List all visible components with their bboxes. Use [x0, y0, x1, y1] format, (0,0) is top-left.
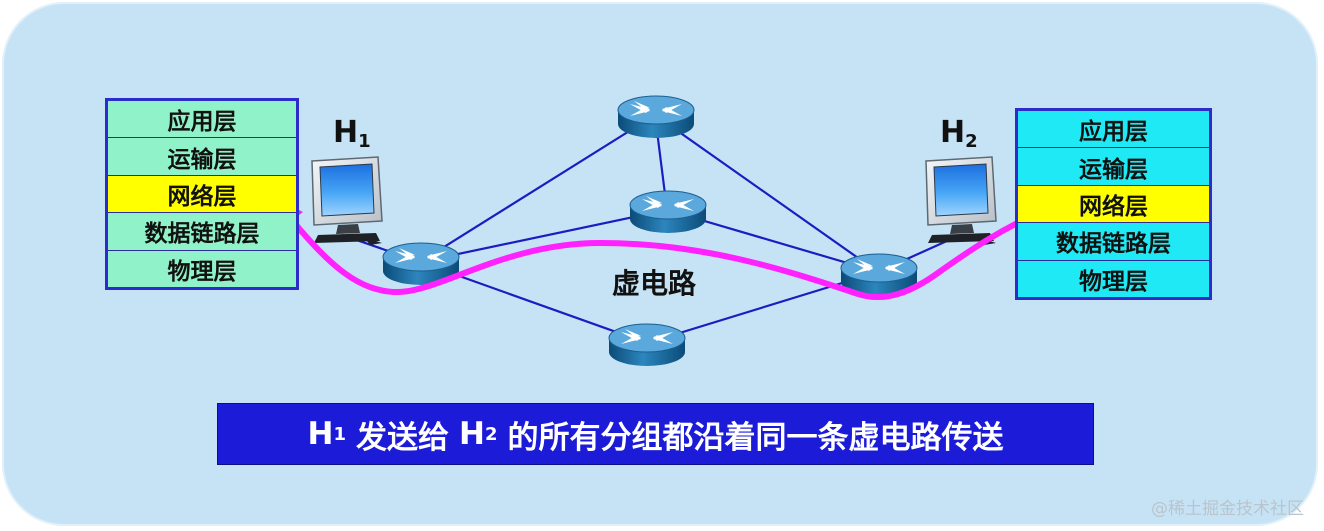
caption-verb: 发送给 [356, 419, 449, 456]
router-icon [617, 95, 695, 139]
computer-icon [925, 156, 997, 245]
stack-layer: 物理层 [1079, 268, 1148, 295]
link-r2-r5 [654, 114, 879, 273]
virtual-circuit-path [280, 206, 1043, 301]
link-r1-r2 [419, 114, 656, 263]
host-h1-letter: H [333, 115, 359, 150]
host-h2-sub: 2 [965, 131, 978, 152]
caption-rest: 的所有分组都沿着同一条虚电路传送 [507, 419, 1004, 456]
stack-layer: 物理层 [167, 258, 237, 285]
host-h1-sub: 1 [358, 131, 371, 152]
stack-layer: 应用层 [108, 101, 296, 139]
host-label-h2: H2 [940, 118, 978, 151]
link-r1-r3 [419, 208, 668, 264]
stack-layer: 运输层 [1018, 148, 1209, 186]
router-icon [608, 323, 686, 367]
caption-h2-letter: H [459, 416, 485, 452]
caption-h1-letter: H [307, 416, 334, 452]
network-layer: 网络层 [1018, 185, 1209, 224]
stack-layer: 数据链路层 [108, 213, 296, 251]
computer-icon [311, 156, 383, 245]
stack-layer: 应用层 [1018, 111, 1209, 149]
router-icon [629, 190, 707, 234]
watermark: @稀土掘金技术社区 [1151, 499, 1304, 519]
virtual-circuit-label: 虚电路 [612, 267, 697, 300]
stack-layer: 运输层 [108, 138, 296, 176]
host-h2-letter: H [940, 115, 966, 150]
stack-layer: 数据链路层 [1018, 223, 1209, 261]
caption-h2-sub: 2 [484, 423, 498, 445]
network-layer: 网络层 [108, 175, 296, 214]
link-r4-r5 [646, 270, 879, 345]
caption-h1-sub: 1 [333, 423, 346, 445]
left-protocol-stack: 应用层 运输层 网络层 数据链路层 物理层 [105, 98, 299, 290]
right-protocol-stack: 应用层 运输层 网络层 数据链路层 物理层 [1015, 108, 1212, 300]
host-label-h1: H1 [333, 118, 371, 151]
